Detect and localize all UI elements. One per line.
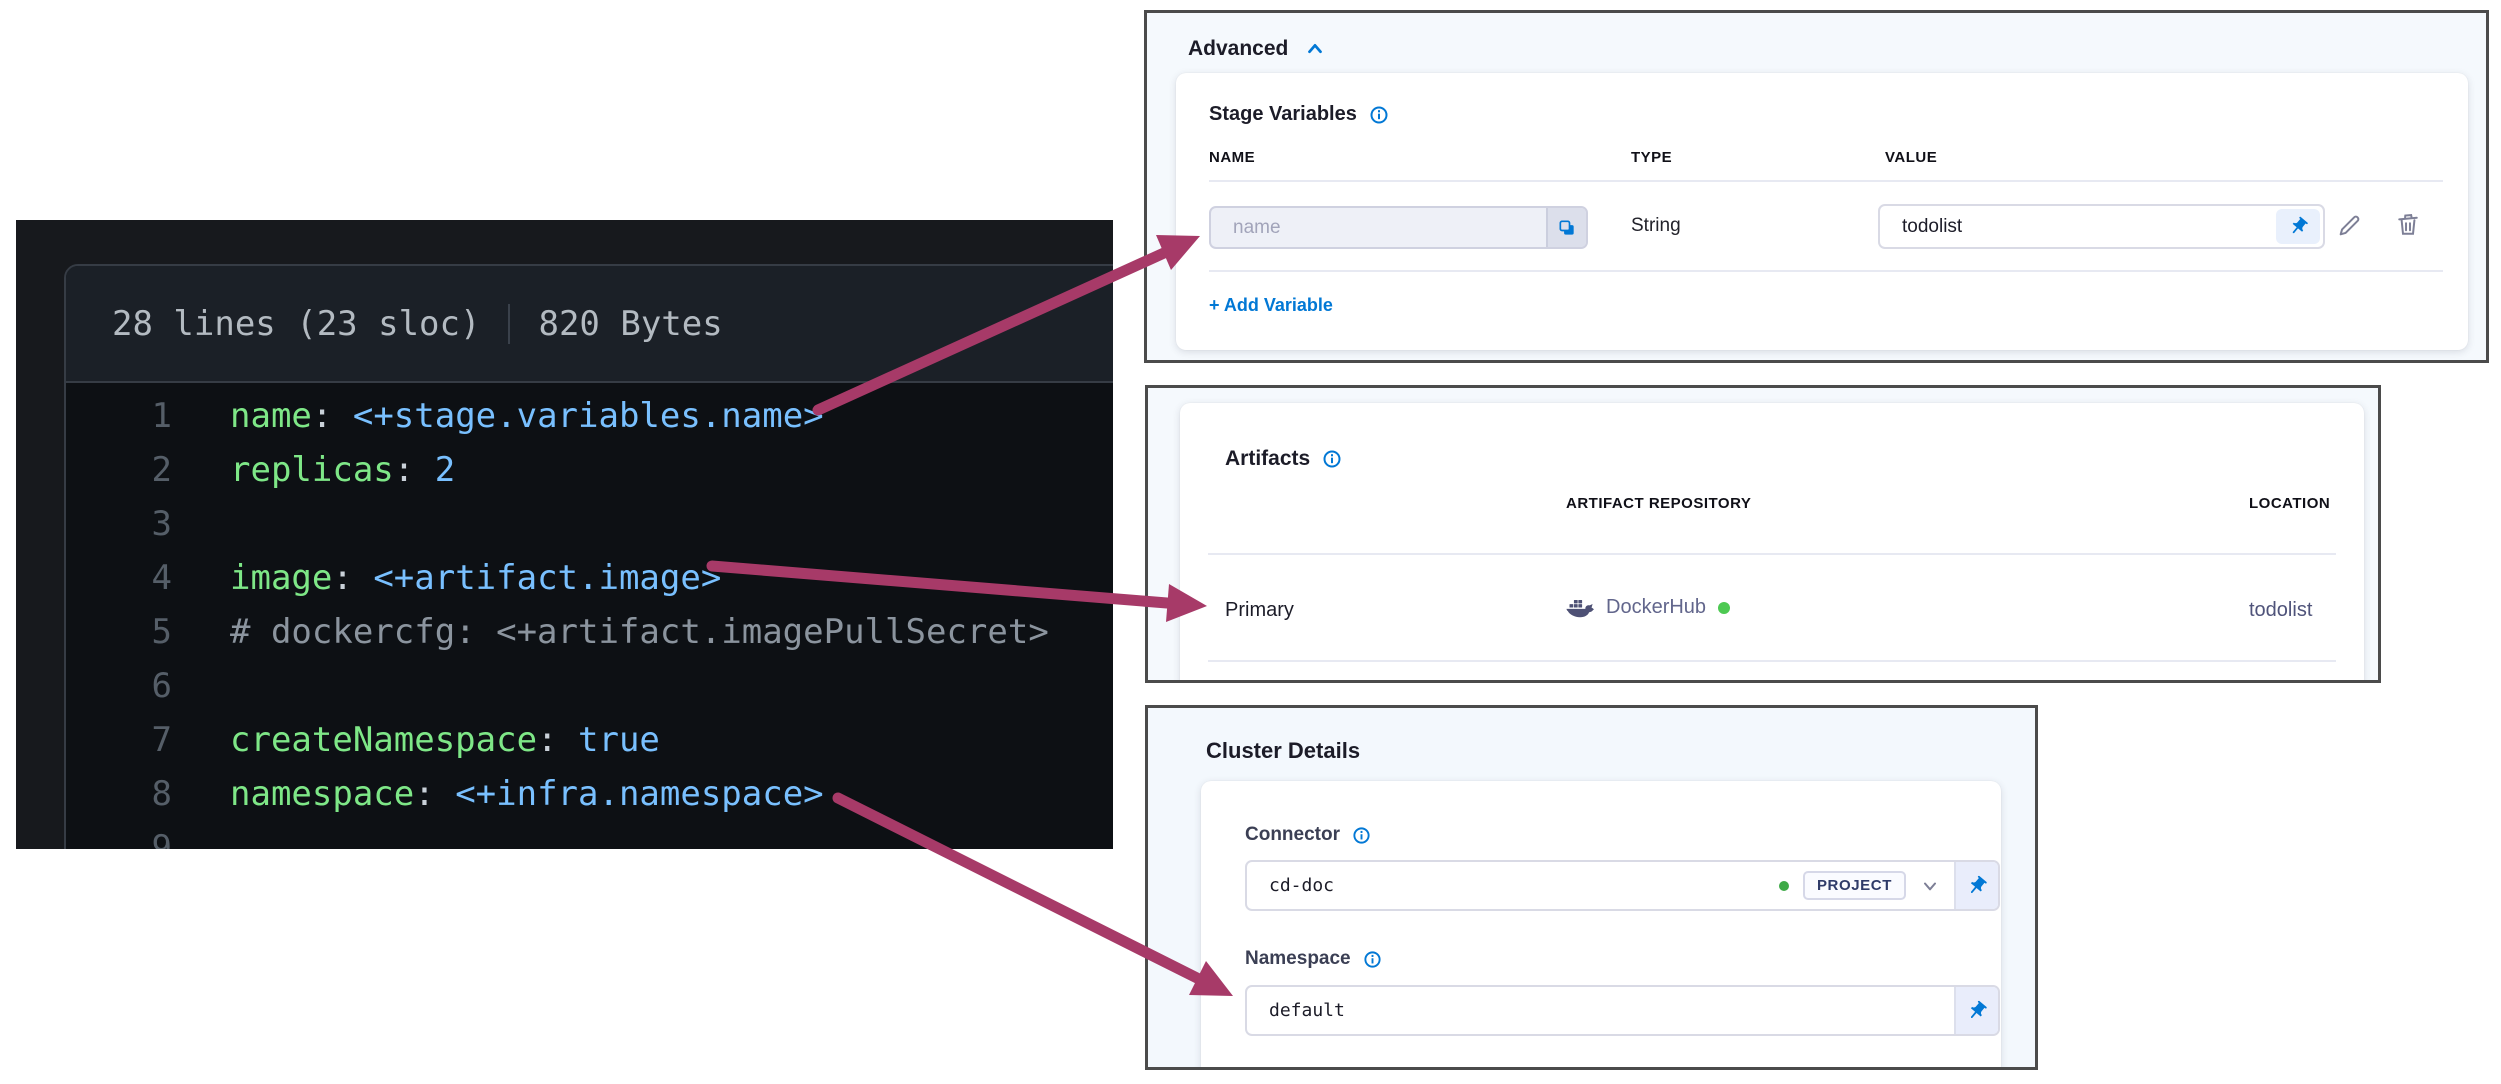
info-icon[interactable]	[1352, 826, 1371, 845]
whale-icon	[1566, 598, 1594, 618]
stage-variables-card: Stage Variables NAME TYPE VALUE String	[1176, 73, 2468, 350]
pin-icon[interactable]	[2276, 209, 2320, 244]
namespace-label: Namespace	[1245, 948, 1351, 969]
chevron-down-icon[interactable]	[1920, 876, 1940, 896]
column-header-type: TYPE	[1631, 149, 1673, 166]
artifact-repository-cell: DockerHub	[1566, 596, 1731, 619]
copy-icon[interactable]	[1546, 208, 1586, 247]
header-divider	[508, 303, 511, 344]
pin-icon[interactable]	[1954, 862, 1998, 909]
artifact-location-cell: todolist	[2249, 599, 2313, 621]
artifacts-card: Artifacts ARTIFACT REPOSITORY LOCATION P…	[1180, 403, 2364, 680]
variable-name-field	[1209, 206, 1588, 249]
green-dot	[1778, 880, 1789, 891]
stage-variables-label: Stage Variables	[1209, 103, 1357, 125]
row-separator	[1208, 660, 2336, 662]
advanced-panel: Advanced Stage Variables NAME TYPE VALUE	[1144, 10, 2489, 363]
variable-type-cell: String	[1631, 215, 1681, 236]
row-separator	[1209, 270, 2443, 272]
namespace-input[interactable]	[1247, 987, 1954, 1034]
code-line: 9	[151, 828, 172, 849]
file-header: 28 lines (23 sloc) 820 Bytes	[66, 266, 1113, 383]
code-line: 3	[151, 504, 172, 544]
connector-label: Connector	[1245, 824, 1340, 845]
code-line: 5# dockercfg: <+artifact.imagePullSecret…	[151, 612, 1049, 652]
artifact-name-cell: Primary	[1225, 599, 1294, 621]
variable-name-input[interactable]	[1211, 208, 1546, 247]
variable-value-input[interactable]	[1880, 206, 2273, 247]
connector-field: PROJECT	[1245, 860, 2000, 911]
column-header-location: LOCATION	[2249, 495, 2331, 512]
cluster-details-panel: Cluster Details Connector PROJECT	[1145, 705, 2038, 1070]
info-icon[interactable]	[1322, 449, 1342, 469]
cluster-details-card: Connector PROJECT Nam	[1201, 781, 2001, 1067]
artifact-repository-name: DockerHub	[1606, 596, 1707, 618]
chevron-up-icon	[1304, 38, 1326, 60]
info-icon[interactable]	[1363, 950, 1382, 969]
variable-value-field	[1878, 204, 2325, 249]
column-header-value: VALUE	[1885, 149, 1938, 166]
artifacts-panel: Artifacts ARTIFACT REPOSITORY LOCATION P…	[1145, 385, 2381, 683]
namespace-field	[1245, 985, 2000, 1036]
column-header-name: NAME	[1209, 149, 1256, 166]
pencil-icon[interactable]	[2336, 211, 2364, 239]
info-icon[interactable]	[1369, 105, 1389, 125]
scope-badge: PROJECT	[1802, 871, 1906, 900]
add-variable-button[interactable]: + Add Variable	[1209, 295, 1333, 315]
pin-icon[interactable]	[1954, 987, 1998, 1034]
header-separator	[1208, 553, 2336, 555]
advanced-section-toggle[interactable]: Advanced	[1188, 37, 1326, 61]
trash-icon[interactable]	[2394, 211, 2422, 239]
column-header-artifact-repository: ARTIFACT REPOSITORY	[1566, 495, 1752, 512]
green-dot	[1718, 601, 1731, 614]
file-size-info: 820 Bytes	[538, 303, 723, 344]
advanced-title: Advanced	[1188, 37, 1289, 60]
code-line: 6	[151, 666, 172, 706]
artifacts-label: Artifacts	[1225, 447, 1311, 470]
connector-input[interactable]	[1247, 862, 1779, 909]
file-lines-info: 28 lines (23 sloc)	[112, 303, 481, 344]
header-separator	[1209, 180, 2443, 182]
cluster-details-title: Cluster Details	[1206, 738, 1361, 763]
